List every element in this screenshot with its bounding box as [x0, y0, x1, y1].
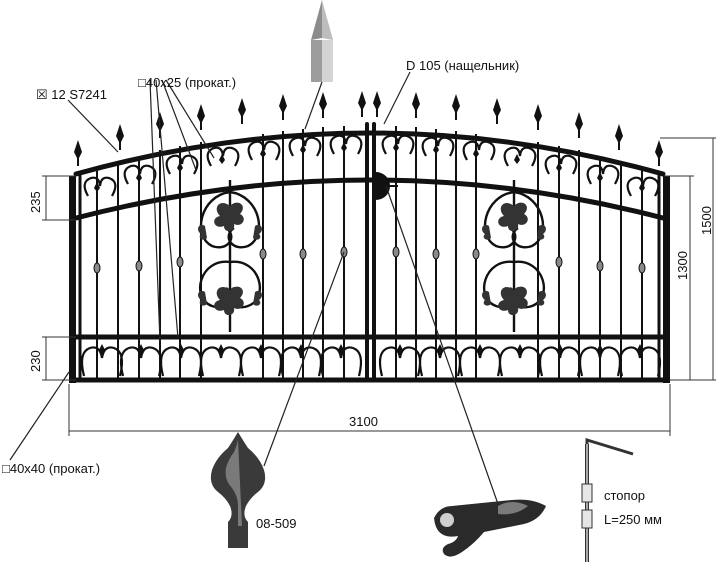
- collar-detail: [210, 432, 266, 548]
- left-scroll-leaves: [198, 202, 262, 316]
- dim-gate-height: 1300: [675, 251, 690, 280]
- inner-arch: [73, 177, 666, 221]
- top-heart-scrolls: [83, 134, 660, 197]
- stopper-detail: [581, 437, 634, 562]
- label-stopper-2: L=250 мм: [604, 512, 662, 527]
- right-scroll-leaves: [482, 202, 546, 316]
- left-post: [69, 176, 76, 383]
- right-post: [663, 176, 670, 383]
- dim-bottom-section: 230: [28, 350, 43, 372]
- handle-detail: [434, 499, 546, 557]
- bottom-heart-scrolls: [80, 346, 662, 377]
- dimension-lines: [42, 137, 716, 436]
- spear-finials: [74, 91, 663, 166]
- label-stopper-1: стопор: [604, 488, 645, 503]
- label-finial-code: 08-509: [256, 516, 296, 531]
- leader-lines: [9, 71, 499, 505]
- label-striker: D 105 (нащельник): [406, 58, 519, 73]
- label-profile-40x40: □40x40 (прокат.): [2, 461, 100, 476]
- label-square-bar: ☒ 12 S7241: [36, 87, 107, 102]
- dim-top-section: 235: [28, 191, 43, 213]
- gate-frame: [69, 122, 670, 383]
- band-fleur-tips: [94, 142, 645, 356]
- top-arch: [73, 130, 666, 177]
- striker-plate: [376, 172, 390, 200]
- picket-collars: [93, 246, 646, 274]
- dim-total-width: 3100: [349, 414, 378, 429]
- finial-detail: [311, 0, 333, 82]
- label-profile-40x25: □40x25 (прокат.): [138, 75, 236, 90]
- dim-total-height: 1500: [699, 206, 714, 235]
